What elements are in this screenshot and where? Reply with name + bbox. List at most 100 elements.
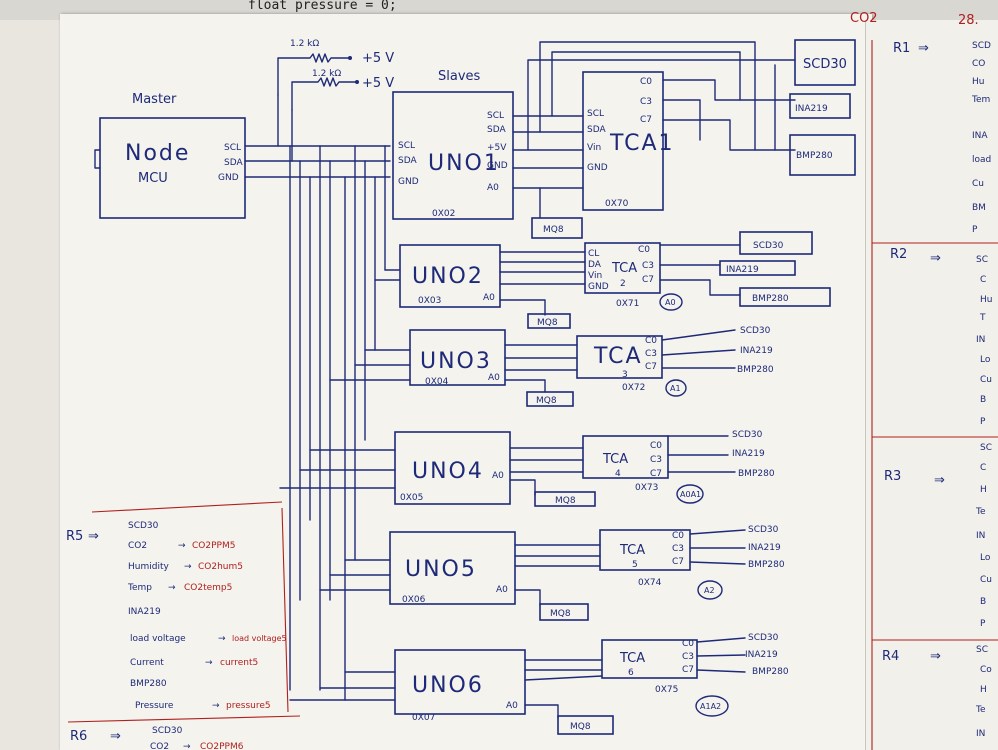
uno2-label: UNO2 [412, 264, 484, 289]
resistor1-label: 1.2 kΩ [290, 39, 319, 49]
tca1-pin-scl: SCL [587, 109, 604, 119]
tca2-tag: A0 [665, 298, 676, 307]
right-r4-line-3: Te [975, 705, 986, 715]
uno5-a0: A0 [496, 585, 508, 595]
uno5-address: 0X06 [402, 595, 426, 605]
master-name-1: Node [125, 141, 190, 166]
right-r2-line-1: C [980, 275, 986, 285]
right-r4-lines: SC Co H Te IN [975, 645, 992, 739]
uno2-address: 0X03 [418, 296, 441, 306]
r5-arrow-5: → [218, 634, 226, 644]
uno1-out-scl: SCL [487, 111, 504, 121]
r5-line-2-left: Humidity [128, 562, 169, 572]
mq8-label-3: MQ8 [536, 396, 557, 406]
tca1-ch-c3: C3 [640, 97, 652, 107]
r6-arrow-2: → [183, 742, 191, 750]
right-r4-line-1: Co [980, 665, 992, 675]
right-r2-line-2: Hu [980, 295, 992, 305]
tca1-ch-c0: C0 [640, 77, 652, 87]
right-r4-line-0: SC [976, 645, 988, 655]
tca5-address: 0X74 [638, 578, 662, 588]
r5-line-7-left: BMP280 [130, 679, 167, 689]
right-r1-line-8: P [972, 225, 978, 235]
tca2-ch-c0: C0 [638, 245, 650, 255]
right-r2-line-6: Cu [980, 375, 992, 385]
right-r3-line-4: IN [976, 531, 985, 541]
uno4-label: UNO4 [412, 459, 484, 484]
uno1-pin-scl: SCL [398, 141, 415, 151]
ina219-label-5: INA219 [748, 543, 781, 553]
tca3-label-1: TCA [593, 344, 643, 369]
mq8-label-2: MQ8 [537, 318, 558, 328]
r5-arrow-8: → [212, 701, 220, 711]
tca6-address: 0X75 [655, 685, 678, 695]
mq8-box-4 [534, 491, 596, 507]
r5-line-4-left: INA219 [128, 607, 161, 617]
main-sheet [60, 14, 872, 750]
right-r1-lines: SCD CO Hu Tem INA load Cu BM P [971, 41, 991, 235]
right-r1-line-5: load [972, 155, 991, 165]
r5-line-5-left: load voltage [130, 634, 186, 644]
bmp280-label-5: BMP280 [748, 560, 785, 570]
master-label: Master [132, 92, 177, 107]
right-r3-line-6: Cu [980, 575, 992, 585]
tca3-tag: A1 [670, 384, 681, 393]
uno3-a0: A0 [488, 373, 500, 383]
uno4-box [394, 431, 511, 505]
r5-arrow-2: → [184, 562, 192, 572]
ina219-label-1: INA219 [795, 104, 828, 114]
tca2-pin-cl: CL [588, 249, 599, 259]
r5-line-6-right: current5 [220, 658, 258, 668]
r6-head: R6 [70, 729, 87, 744]
tca4-box [582, 435, 669, 479]
uno6-address: 0X07 [412, 713, 435, 723]
right-r2-head: R2 [890, 247, 907, 262]
scd30-label-1: SCD30 [803, 57, 847, 72]
usb-port [94, 149, 101, 169]
uno6-label: UNO6 [412, 673, 484, 698]
mq8-box-5 [539, 603, 589, 621]
tca3-label-2: 3 [622, 370, 628, 380]
tca6-tag-circle [695, 695, 729, 717]
right-r2-line-3: T [979, 313, 986, 323]
right-r3-line-0: SC [980, 443, 992, 453]
uno1-out-5v: +5V [487, 143, 507, 153]
i2c-bus-wires [244, 94, 411, 701]
tca5-ch-c0: C0 [672, 531, 684, 541]
right-r4-arrow: ⇒ [930, 649, 941, 664]
vcc-label-1: +5 V [362, 51, 394, 66]
r5-arrow-1: → [178, 541, 186, 551]
uno4-a0: A0 [492, 471, 504, 481]
r5-line-2-right: CO2hum5 [198, 562, 243, 572]
uno4-address: 0X05 [400, 493, 423, 503]
scd30-label-6: SCD30 [748, 633, 779, 643]
ina219-label-4: INA219 [732, 449, 765, 459]
tca4-address: 0X73 [635, 483, 658, 493]
uno1-out-gnd: GND [487, 161, 508, 171]
uno2-box [399, 244, 501, 308]
r6-line-2-right: CO2PPM6 [200, 742, 244, 750]
mq8-box-2 [527, 313, 571, 329]
tca4-ch-c7: C7 [650, 469, 662, 479]
tca2-pin-gnd: GND [588, 282, 609, 292]
r5-arrow-3: → [168, 583, 176, 593]
scd30-box-1 [794, 39, 856, 86]
right-r3-line-5: Lo [980, 553, 991, 563]
uno6-tca6-wires [524, 637, 746, 719]
tca1-box [582, 71, 664, 211]
tca6-label-1: TCA [619, 651, 645, 666]
mq8-box-3 [526, 391, 574, 407]
pullup-resistors [277, 53, 359, 111]
right-r1-line-3: Tem [971, 95, 990, 105]
tca2-label-1: TCA [611, 261, 637, 276]
scd30-label-5: SCD30 [748, 525, 779, 535]
right-r1-arrow: ⇒ [918, 41, 929, 56]
right-r2-line-7: B [980, 395, 986, 405]
bmp280-label-1: BMP280 [796, 151, 833, 161]
bmp280-label-4: BMP280 [738, 469, 775, 479]
mark-28: 28. [958, 13, 979, 28]
tca5-label-2: 5 [632, 560, 638, 570]
tca6-ch-c0: C0 [682, 639, 694, 649]
right-r1-line-1: CO [972, 59, 985, 69]
right-r3-line-1: C [980, 463, 986, 473]
